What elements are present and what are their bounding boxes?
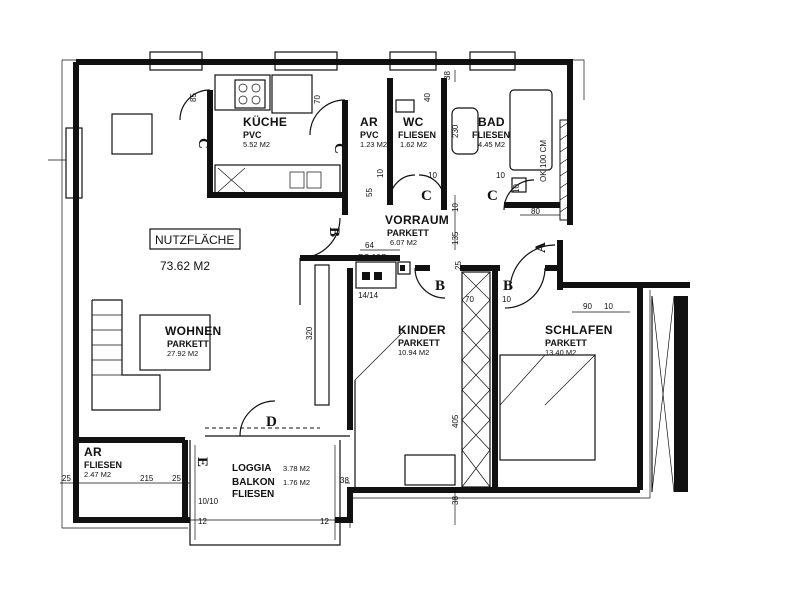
bad-name: BAD xyxy=(478,115,505,129)
schlafen-name: SCHLAFEN xyxy=(545,323,613,337)
ar-bottom-floor: FLIESEN xyxy=(84,460,122,470)
schlafen-floor: PARKETT xyxy=(545,338,587,348)
dim-90: 90 xyxy=(583,302,592,311)
vorraum-name: VORRAUM xyxy=(385,213,449,227)
dim-10-e: 10 xyxy=(451,203,460,212)
loggia-name: LOGGIA xyxy=(232,463,271,474)
outer-walls xyxy=(48,51,690,529)
dim-80: 80 xyxy=(531,207,540,216)
dim-135: 135 xyxy=(451,231,460,245)
room-kinder: KINDER PARKETT 10.94 M2 xyxy=(398,323,446,357)
kinder-name: KINDER xyxy=(398,323,446,337)
dim-25-left: 25 xyxy=(62,474,71,483)
dim-55: 55 xyxy=(365,188,374,197)
door-mark-d: D xyxy=(266,414,277,430)
dim-38-loggia: 38 xyxy=(340,476,349,485)
dimension-lines xyxy=(60,70,630,525)
vorraum-area: 6.07 M2 xyxy=(390,238,417,247)
dim-405: 405 xyxy=(451,414,460,428)
dim-12-right: 12 xyxy=(320,517,329,526)
door-mark-b-wohnen: B xyxy=(326,227,342,237)
kueche-area: 5.52 M2 xyxy=(243,140,270,149)
furniture xyxy=(91,74,596,490)
dim-230: 230 xyxy=(451,124,460,138)
balkon-name: BALKON xyxy=(232,477,275,488)
wc-area: 1.62 M2 xyxy=(400,140,427,149)
door-mark-c-ar: C xyxy=(331,143,347,154)
door-mark-c-kueche: C xyxy=(195,138,211,149)
dim-10-f: 10 xyxy=(502,295,511,304)
room-loggia: LOGGIA 3.78 M2 BALKON 1.76 M2 FLIESEN xyxy=(232,463,310,500)
wohnen-floor: PARKETT xyxy=(167,339,209,349)
door-mark-e: E xyxy=(194,457,210,467)
dim-10-d: 10 xyxy=(512,184,521,193)
wohnen-area: 27.92 M2 xyxy=(167,349,198,358)
kueche-name: KÜCHE xyxy=(243,114,287,129)
dim-10-g: 10 xyxy=(604,302,613,311)
door-swings xyxy=(179,89,556,437)
room-ar-bottom: AR FLIESEN 2.47 M2 xyxy=(84,445,122,479)
dim-85: 85 xyxy=(189,93,198,102)
dim-12-left: 12 xyxy=(198,517,207,526)
dim-320: 320 xyxy=(305,326,314,340)
meter-label: EG 10G xyxy=(358,253,387,262)
room-wohnen: WOHNEN PARKETT 27.92 M2 xyxy=(165,324,221,358)
dim-25-vorraum: 25 xyxy=(454,261,463,270)
room-ar-top: AR PVC 1.23 M2 xyxy=(360,115,387,149)
ar-bottom-area: 2.47 M2 xyxy=(84,470,111,479)
room-vorraum: VORRAUM PARKETT 6.07 M2 xyxy=(385,213,449,247)
kinder-floor: PARKETT xyxy=(398,338,440,348)
bad-floor: FLIESEN xyxy=(472,130,510,140)
balkon-floor: FLIESEN xyxy=(232,489,274,500)
vorraum-floor: PARKETT xyxy=(387,228,429,238)
dim-40: 40 xyxy=(423,93,432,102)
wohnen-name: WOHNEN xyxy=(165,324,221,338)
nutzflaeche-label: NUTZFLÄCHE xyxy=(155,233,234,247)
schlafen-area: 13.40 M2 xyxy=(545,348,576,357)
interior-walls xyxy=(76,78,563,546)
ar-top-name: AR xyxy=(360,115,378,129)
ar-top-floor: PVC xyxy=(360,130,379,140)
dim-10-c: 10 xyxy=(496,171,505,180)
dim-25-right: 25 xyxy=(172,474,181,483)
door-mark-c-wc: C xyxy=(421,188,432,204)
nutzflaeche-value: 73.62 M2 xyxy=(160,259,210,273)
wc-floor: FLIESEN xyxy=(398,130,436,140)
kinder-area: 10.94 M2 xyxy=(398,348,429,357)
door-marks: C C C C B B B A D E xyxy=(194,138,549,467)
dimension-texts: 85 70 38 40 230 100 CM OK 55 10 10 10 10… xyxy=(62,71,613,526)
dim-1010: 10/10 xyxy=(198,497,219,506)
dim-100cm: 100 CM xyxy=(539,140,548,168)
dim-70-kueche: 70 xyxy=(313,95,322,104)
dim-38-top: 38 xyxy=(443,71,452,80)
balkon-area: 1.76 M2 xyxy=(283,478,310,487)
kueche-floor: PVC xyxy=(243,130,262,140)
door-mark-b-kinder: B xyxy=(435,278,445,294)
loggia-area: 3.78 M2 xyxy=(283,464,310,473)
dim-70-door: 70 xyxy=(465,295,474,304)
door-mark-b-schlafen: B xyxy=(503,278,513,294)
dim-ok: OK xyxy=(539,170,548,182)
door-mark-a: A xyxy=(533,242,549,253)
door-mark-c-bad: C xyxy=(487,188,498,204)
room-kueche: KÜCHE PVC 5.52 M2 xyxy=(243,114,287,149)
meter-number: 14/14 xyxy=(358,291,379,300)
dim-64: 64 xyxy=(365,241,374,250)
room-schlafen: SCHLAFEN PARKETT 13.40 M2 xyxy=(545,323,613,357)
ar-bottom-name: AR xyxy=(84,445,102,459)
room-bad: BAD FLIESEN 4.45 M2 xyxy=(472,115,510,149)
dim-38-bottom: 38 xyxy=(451,496,460,505)
ar-top-area: 1.23 M2 xyxy=(360,140,387,149)
dim-10-a: 10 xyxy=(376,169,385,178)
dim-10-b: 10 xyxy=(428,171,437,180)
room-wc: WC FLIESEN 1.62 M2 xyxy=(398,115,436,149)
nutzflaeche: NUTZFLÄCHE 73.62 M2 xyxy=(149,228,241,273)
wc-name: WC xyxy=(403,115,424,129)
bad-area: 4.45 M2 xyxy=(478,140,505,149)
dim-215: 215 xyxy=(140,474,154,483)
